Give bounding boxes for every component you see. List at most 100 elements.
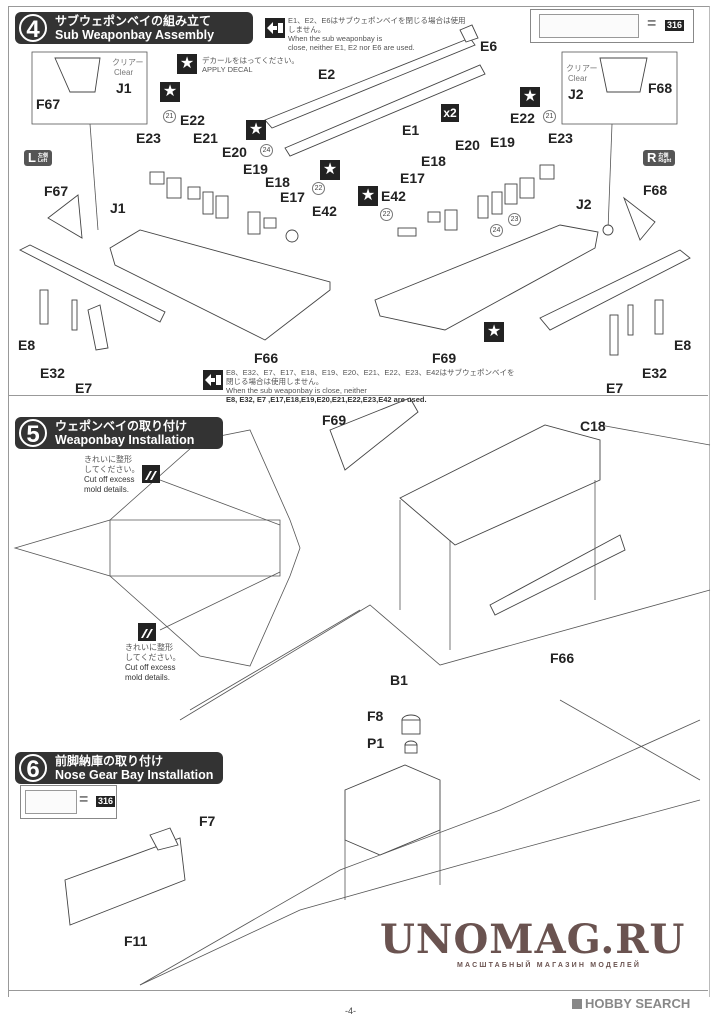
part-label: E23 (136, 130, 161, 146)
part-label: E17 (400, 170, 425, 186)
divider (8, 395, 708, 396)
bay-f69 (374, 224, 599, 331)
part-label: E8 (674, 337, 692, 353)
source-label: HOBBY SEARCH (585, 996, 691, 1011)
part-label: E7 (606, 380, 624, 396)
part-label: E42 (312, 203, 337, 219)
part-label: F8 (367, 708, 384, 724)
step-number: 6 (19, 754, 47, 783)
decal-number: 21 (163, 110, 176, 123)
paint-reference-box: = 316 (20, 785, 117, 819)
canopy-part-f67 (54, 57, 101, 93)
part-label: E20 (222, 144, 247, 160)
watermark-subtitle: МАСШТАБНЫЙ МАГАЗИН МОДЕЛЕЙ (457, 962, 642, 969)
multiplier-badge: x2 (441, 104, 459, 122)
rail-right (539, 249, 691, 331)
cut-off-icon (138, 623, 156, 641)
plan-view-aircraft (13, 429, 301, 667)
decal-star-icon: ★ (358, 186, 378, 206)
part-label: E18 (421, 153, 446, 169)
step-title-jp: 前脚納庫の取り付け (55, 754, 164, 768)
cut-off-icon (142, 465, 160, 483)
paint-swatch (539, 14, 639, 38)
part-f67-panel (47, 194, 83, 239)
step-title-en: Weaponbay Installation (55, 433, 195, 447)
part-label: F68 (648, 80, 673, 96)
part-label: J2 (568, 86, 584, 102)
inset-box-left (31, 51, 148, 125)
paint-number: 316 (665, 20, 685, 31)
part-label: F68 (643, 182, 668, 198)
part-label: E7 (75, 380, 93, 396)
part-label: F67 (36, 96, 61, 112)
decal-number: 22 (312, 182, 325, 195)
part-label: E21 (193, 130, 218, 146)
clear-label-jp: クリアー (566, 64, 598, 73)
fuselage-nose (139, 719, 701, 986)
part-label: F69 (432, 350, 457, 366)
decal-star-icon: ★ (160, 82, 180, 102)
decal-star-icon: ★ (177, 54, 197, 74)
part-label: E32 (40, 365, 65, 381)
part-f7 (149, 827, 179, 851)
step-title-en: Nose Gear Bay Installation (55, 768, 214, 782)
watermark-logo: UNOMAG.RU (380, 916, 686, 963)
decal-number: 24 (490, 224, 503, 237)
not-used-icon (265, 18, 285, 38)
not-used-note-bottom: E8、E32、E7、E17、E18、E19、E20、E21、E22、E23、E4… (226, 368, 515, 404)
part-label: F69 (322, 412, 347, 428)
part-label: F66 (550, 650, 575, 666)
step-title-jp: ウェポンベイの取り付け (55, 419, 188, 433)
part-f66-install (489, 534, 626, 616)
part-label: E19 (243, 161, 268, 177)
step-number: 4 (19, 14, 47, 43)
part-label: E6 (480, 38, 498, 54)
rail-left (19, 244, 166, 323)
page-number: -4- (345, 1006, 356, 1016)
equals-sign: = (647, 15, 657, 32)
part-label: E17 (280, 189, 305, 205)
decal-number: 22 (380, 208, 393, 221)
part-label: E22 (510, 110, 535, 126)
source-logo: HOBBY SEARCH (572, 996, 690, 1011)
part-label: F11 (124, 933, 148, 949)
part-label: E20 (455, 137, 480, 153)
inset-box-right (561, 51, 678, 125)
step-number: 5 (19, 419, 47, 448)
part-label: E42 (381, 188, 406, 204)
decal-star-icon: ★ (246, 120, 266, 140)
step-title-en: Sub Weaponbay Assembly (55, 28, 215, 42)
paint-swatch (25, 790, 77, 814)
part-label: E19 (490, 134, 515, 150)
decal-star-icon: ★ (320, 160, 340, 180)
part-f68-panel (623, 196, 656, 241)
bay-block (344, 764, 441, 856)
part-label: C18 (580, 418, 606, 434)
rail-e2 (264, 37, 476, 129)
equals-sign: = (79, 791, 89, 808)
decal-legend: デカールをはってください。 APPLY DECAL (202, 56, 299, 74)
part-label: E1 (402, 122, 420, 138)
decal-star-icon: ★ (484, 322, 504, 342)
part-label: E2 (318, 66, 336, 82)
not-used-note: E1、E2、E6はサブウェポンベイを閉じる場合は使用しません。 When the… (288, 16, 466, 52)
clear-label-en: Clear (568, 74, 588, 83)
part-label: E32 (642, 365, 667, 381)
rail-e1 (284, 64, 486, 157)
paint-reference-box: = 316 (530, 9, 694, 43)
part-label: E8 (18, 337, 36, 353)
part-f69-install (329, 397, 419, 471)
cut-off-note-bottom: きれいに整形 してください。 Cut off excess mold detai… (125, 643, 181, 682)
step-4-header: 4 サブウェポンベイの組み立て Sub Weaponbay Assembly (15, 12, 253, 44)
page-frame (8, 6, 710, 997)
paint-number: 316 (96, 796, 116, 807)
part-label: F66 (254, 350, 279, 366)
bay-f66 (109, 229, 331, 341)
step-6-header: 6 前脚納庫の取り付け Nose Gear Bay Installation (15, 752, 223, 784)
part-label: F67 (44, 183, 69, 199)
decal-star-icon: ★ (520, 87, 540, 107)
step-5-header: 5 ウェポンベイの取り付け Weaponbay Installation (15, 417, 223, 449)
